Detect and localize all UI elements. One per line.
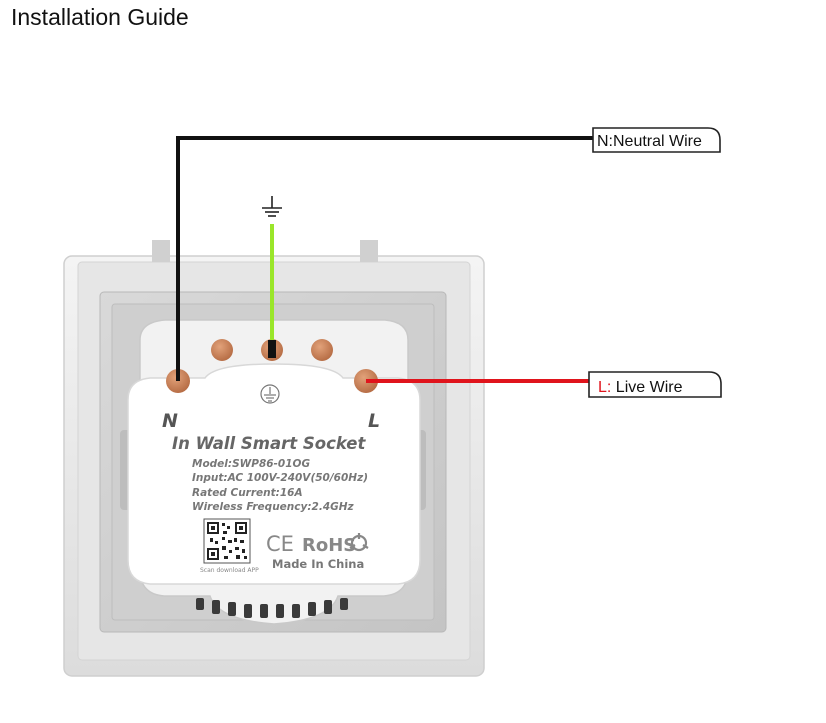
svg-text:L: Live Wire: L: Live Wire bbox=[598, 379, 683, 396]
neutral-label: N:Neutral Wire bbox=[592, 127, 721, 153]
device-name: In Wall Smart Socket bbox=[172, 434, 366, 453]
made-in-text: Made In China bbox=[272, 557, 364, 571]
spec-model: Model:SWP86-01OG bbox=[192, 458, 310, 470]
neutral-wire bbox=[176, 136, 597, 381]
neutral-label-text: N:Neutral Wire bbox=[597, 133, 702, 150]
earth-terminal-icon bbox=[260, 384, 280, 404]
live-label-text: Live Wire bbox=[611, 379, 682, 396]
terminal-n-label: N bbox=[162, 410, 178, 432]
scan-download-text: Scan download APP bbox=[200, 567, 259, 574]
page-title: Installation Guide bbox=[11, 4, 189, 30]
live-label-prefix: L: bbox=[598, 379, 611, 396]
rohs-mark: RoHS bbox=[302, 535, 356, 556]
spec-input: Input:AC 100V-240V(50/60Hz) bbox=[192, 472, 368, 484]
qr-code-icon bbox=[203, 518, 251, 564]
spec-frequency: Wireless Frequency:2.4GHz bbox=[192, 501, 355, 513]
ground-icon bbox=[262, 196, 282, 217]
recycle-icon bbox=[349, 533, 369, 552]
terminal-l-label: L bbox=[368, 410, 380, 432]
spec-current: Rated Current:16A bbox=[192, 487, 303, 499]
terminal-aux-2 bbox=[311, 339, 333, 361]
live-label: L: Live Wire bbox=[588, 371, 722, 398]
terminal-aux-1 bbox=[211, 339, 233, 361]
ce-mark: CE bbox=[266, 532, 294, 556]
